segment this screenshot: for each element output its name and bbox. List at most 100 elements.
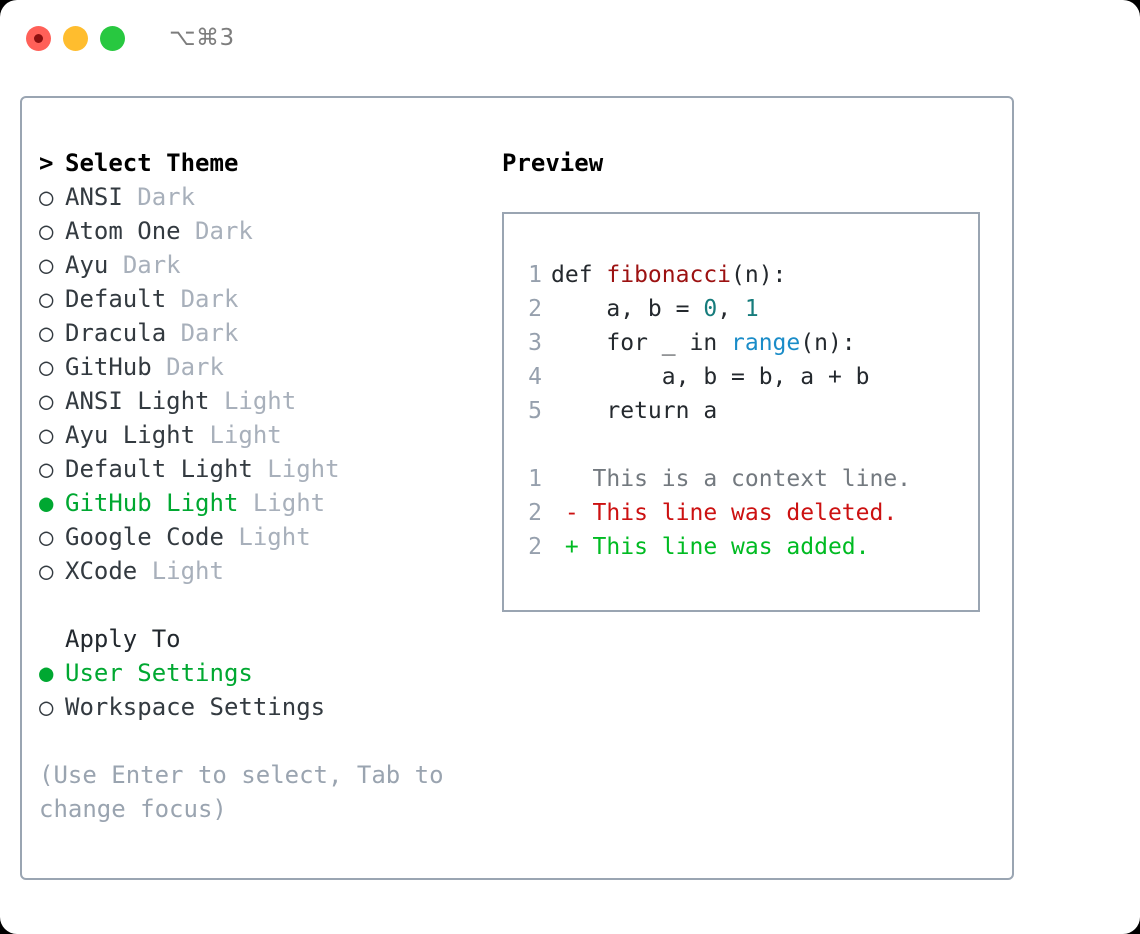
radio-unselected-icon: ○ <box>39 387 54 415</box>
radio-selected-icon: ● <box>39 659 54 687</box>
theme-option-label: Google Code <box>65 523 224 551</box>
theme-option-variant: Light <box>151 557 224 585</box>
code-line: 3 for _ in range(n): <box>518 326 978 360</box>
radio-unselected-icon: ○ <box>39 523 54 551</box>
theme-option-ayu-light[interactable]: ○ Ayu Light Light <box>39 418 479 452</box>
theme-option-xcode[interactable]: ○XCode Light <box>39 554 479 588</box>
code-token-plain: (n): <box>800 330 856 356</box>
keyboard-shortcut-label: ⌥⌘3 <box>169 24 235 51</box>
theme-option-variant: Light <box>252 489 326 517</box>
theme-option-label: Ayu Light <box>65 421 196 449</box>
code-line: 2 a, b = 0, 1 <box>518 292 978 326</box>
line-number: 3 <box>528 330 542 356</box>
theme-option-label: Default <box>65 285 167 313</box>
theme-option-label: GitHub <box>65 353 152 381</box>
code-line: 4 a, b = b, a + b <box>518 360 978 394</box>
theme-option-label: Atom One <box>65 217 181 245</box>
theme-option-ansi[interactable]: ○ANSI Dark <box>39 180 479 214</box>
code-token-plain: , <box>717 296 745 322</box>
code-token-plain: def <box>551 262 607 288</box>
select-theme-heading-label: Select Theme <box>65 149 239 177</box>
diff-text: This line was added. <box>592 534 870 560</box>
code-token-plain: (n): <box>731 262 787 288</box>
apply-to-option-user-settings[interactable]: ● User Settings <box>39 656 479 690</box>
diff-text: This line was deleted. <box>592 500 898 526</box>
diff-sign: + <box>551 534 593 560</box>
apply-to-option-label: User Settings <box>65 659 253 687</box>
theme-option-atom-one[interactable]: ○ Atom One Dark <box>39 214 479 248</box>
apply-to-heading: Apply To <box>39 622 479 656</box>
code-line: 5 return a <box>518 394 978 428</box>
theme-selection-column: > Select Theme ○ ANSI Dark ○ Atom One Dark ○ A… <box>39 146 479 826</box>
diff-line-ctx: 1 This is a context line. <box>518 462 978 496</box>
line-number: 1 <box>528 262 542 288</box>
theme-option-variant: Dark <box>166 353 224 381</box>
minimize-window-icon[interactable] <box>63 25 88 51</box>
radio-selected-icon: ● <box>39 489 54 517</box>
line-number: 2 <box>528 500 542 526</box>
close-window-icon[interactable] <box>26 25 51 51</box>
code-token-plain: return a <box>551 398 718 424</box>
theme-option-list: ○ANSI Dark○Atom One Dark○Ayu Dark○Defaul… <box>39 180 479 588</box>
diff-line-del: 2 - This line was deleted. <box>518 496 978 530</box>
theme-option-dracula[interactable]: ○ Dracula Dark <box>39 316 479 350</box>
diff-sign <box>551 466 593 492</box>
code-token-num: 0 <box>703 296 718 322</box>
diff-sample: 1 This is a context line.2 - This line w… <box>518 462 978 564</box>
theme-option-variant: Dark <box>180 285 239 313</box>
apply-to-option-workspace-settings[interactable]: ○ Workspace Settings <box>39 690 479 724</box>
apply-to-option-list: ● User Settings ○ Workspace Settings <box>39 656 479 724</box>
theme-option-variant: Dark <box>180 319 239 347</box>
radio-unselected-icon: ○ <box>39 353 54 381</box>
preview-heading: Preview <box>502 149 604 177</box>
radio-unselected-icon: ○ <box>39 693 54 721</box>
radio-unselected-icon: ○ <box>39 217 54 245</box>
radio-unselected-icon: ○ <box>39 183 54 211</box>
line-number: 2 <box>528 296 542 322</box>
keyboard-hint-text: (Use Enter to select, Tab to change focu… <box>39 761 444 823</box>
theme-option-label: Dracula <box>65 319 167 347</box>
theme-option-variant: Light <box>223 387 297 415</box>
theme-option-label: ANSI Light <box>65 387 210 415</box>
maximize-window-icon[interactable] <box>100 25 125 51</box>
line-number: 5 <box>528 398 542 424</box>
theme-option-variant: Dark <box>122 251 181 279</box>
theme-option-ansi-light[interactable]: ○ ANSI Light Light <box>39 384 479 418</box>
radio-unselected-icon: ○ <box>39 557 54 585</box>
code-token-plain: for _ in <box>551 330 732 356</box>
content-panel: > Select Theme ○ ANSI Dark ○ Atom One Dark ○ A… <box>20 96 1014 880</box>
diff-text: This is a context line. <box>592 466 912 492</box>
theme-option-variant: Light <box>209 421 282 449</box>
radio-unselected-icon: ○ <box>39 251 54 279</box>
title-bar: ⌥⌘3 <box>0 0 1140 76</box>
theme-option-github-light[interactable]: ●GitHub Light Light <box>39 486 479 520</box>
radio-unselected-icon: ○ <box>39 319 54 347</box>
theme-option-default[interactable]: ○Default Dark <box>39 282 479 316</box>
theme-option-variant: Light <box>238 523 311 551</box>
theme-option-label: Ayu <box>65 251 109 279</box>
diff-sign: - <box>551 500 593 526</box>
preview-spacer <box>518 428 978 462</box>
line-number: 2 <box>528 534 542 560</box>
code-token-plain: a, b = b, a + b <box>551 364 870 390</box>
line-number: 1 <box>528 466 542 492</box>
theme-option-label: Default Light <box>65 455 253 483</box>
prompt-caret-icon: > <box>39 149 54 177</box>
apply-to-option-label: Workspace Settings <box>65 693 326 721</box>
select-theme-heading: > Select Theme <box>39 146 479 180</box>
theme-option-variant: Dark <box>195 217 253 245</box>
radio-unselected-icon: ○ <box>39 421 54 449</box>
theme-option-variant: Light <box>267 455 340 483</box>
theme-option-label: ANSI <box>65 183 123 211</box>
theme-option-google-code[interactable]: ○ Google Code Light <box>39 520 479 554</box>
theme-option-github[interactable]: ○ GitHub Dark <box>39 350 479 384</box>
theme-option-ayu[interactable]: ○ Ayu Dark <box>39 248 479 282</box>
theme-option-default-light[interactable]: ○ Default Light Light <box>39 452 479 486</box>
code-token-num: 1 <box>744 296 759 322</box>
diff-line-add: 2 + This line was added. <box>518 530 978 564</box>
radio-unselected-icon: ○ <box>39 455 54 483</box>
